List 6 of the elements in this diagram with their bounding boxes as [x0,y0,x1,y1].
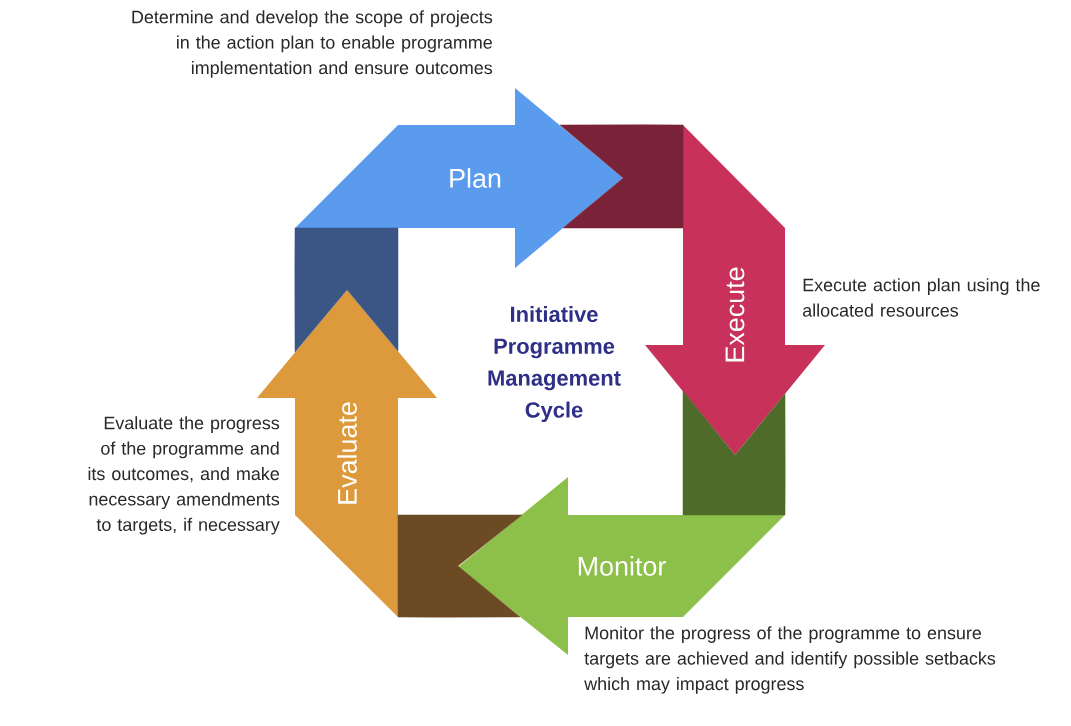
cycle-title: Initiative Programme Management Cycle [488,305,621,423]
connector-band [397,514,523,618]
connector-band [294,227,399,353]
description-text: Determine and develop the scope of projects in the action plan to enable programme implementation and ensure outcomes [132,10,493,78]
connector-band [682,390,786,516]
connector-band [559,124,684,229]
